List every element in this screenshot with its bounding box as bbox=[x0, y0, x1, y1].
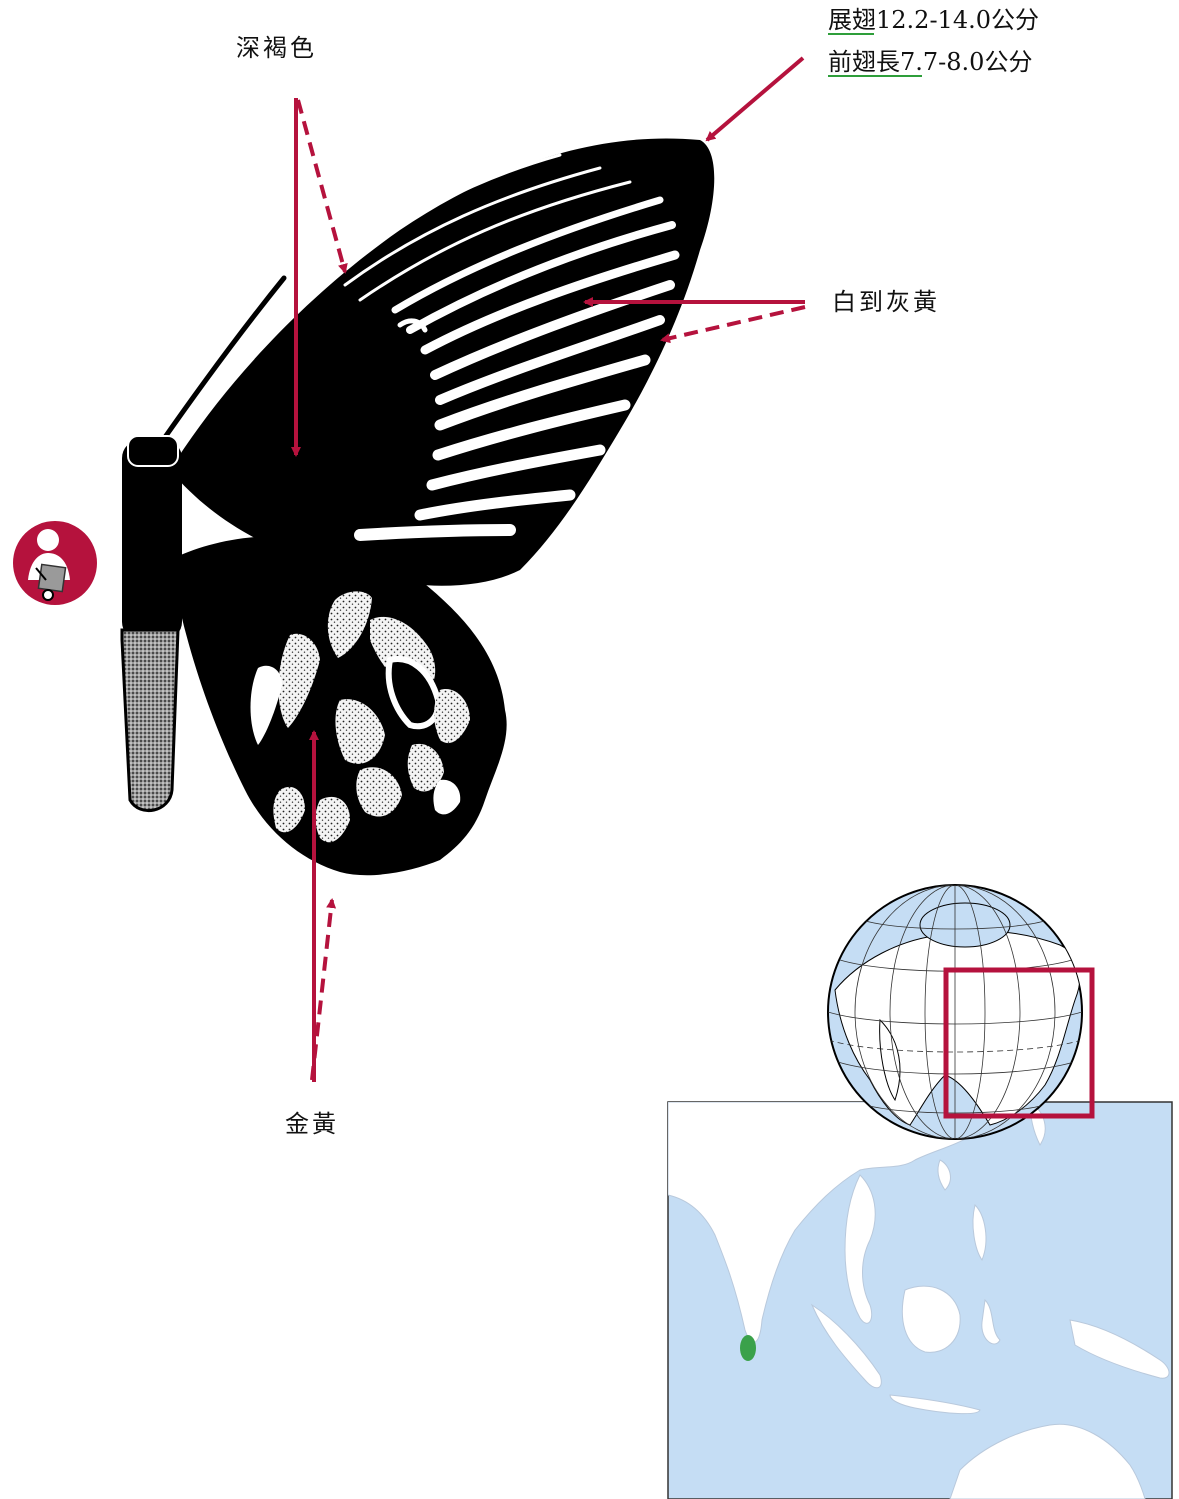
abdomen bbox=[122, 630, 178, 811]
label-dark-brown: 深褐色 bbox=[236, 34, 317, 62]
wingspan-value: 12.2-14.0公分 bbox=[876, 6, 1039, 34]
arrow-dark-brown-dashed bbox=[298, 100, 345, 272]
forewing-line: 前翅長7.7-8.0公分 bbox=[828, 48, 1032, 76]
thorax bbox=[122, 440, 182, 640]
globe-icon bbox=[828, 885, 1092, 1139]
arrow-white-dashed bbox=[662, 307, 805, 340]
wingspan-term: 展翅 bbox=[828, 6, 876, 34]
butterfly-illustration bbox=[122, 138, 714, 875]
wingspan-line: 展翅12.2-14.0公分 bbox=[828, 6, 1039, 34]
arrow-wingsize bbox=[707, 58, 803, 140]
forewing-value: 7.7-8.0公分 bbox=[900, 48, 1032, 76]
label-golden-yellow: 金黃 bbox=[285, 1110, 339, 1138]
forewing-term: 前翅長 bbox=[828, 48, 900, 76]
sri-lanka-range bbox=[740, 1335, 756, 1361]
wing-size-block: 展翅12.2-14.0公分 前翅長7.7-8.0公分 bbox=[828, 6, 1039, 76]
label-white-to-grayish-yellow: 白到灰黃 bbox=[832, 288, 940, 316]
head bbox=[128, 436, 178, 466]
distribution-map bbox=[668, 1102, 1172, 1499]
observer-icon bbox=[13, 521, 97, 605]
